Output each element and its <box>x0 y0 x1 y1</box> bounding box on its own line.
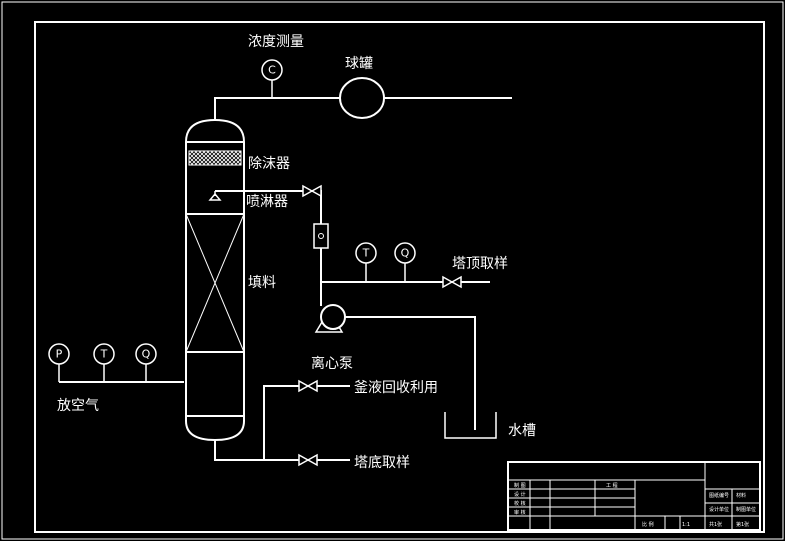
absorption-tower <box>185 118 245 442</box>
label-kettle-liquid-recycle: 釜液回收利用 <box>354 380 438 396</box>
tb-cell: 审 核 <box>514 509 526 516</box>
tb-cell: 共1张 <box>709 521 722 528</box>
pipe-pump-suction <box>345 316 476 430</box>
label-concentration-measure: 浓度测量 <box>248 34 304 50</box>
valve-spray-line[interactable] <box>302 184 322 198</box>
instrument-inlet-flow: Q <box>135 343 157 382</box>
instrument-letter: C <box>268 64 276 77</box>
instrument-letter: Q <box>142 348 151 361</box>
label-packing: 填料 <box>248 275 276 291</box>
pipe-tower-bottom <box>214 440 350 461</box>
valve-bottom-sampling[interactable] <box>298 453 318 467</box>
label-tower-top-sampling: 塔顶取样 <box>452 256 508 272</box>
label-tower-bottom-sampling: 塔底取样 <box>354 455 410 471</box>
tower-shell <box>185 118 245 442</box>
tb-cell: 校 核 <box>514 500 526 507</box>
tb-cell: 制 图 <box>514 482 526 489</box>
rotameter-float <box>318 233 324 239</box>
label-sprayer: 喷淋器 <box>246 194 288 210</box>
tb-cell: 设计单位 <box>709 506 729 513</box>
packing-cross-b <box>185 213 245 353</box>
centrifugal-pump <box>314 304 346 333</box>
tb-cell: 图纸编号 <box>709 492 729 499</box>
pipe-recycle-branch <box>263 385 350 460</box>
instrument-circle <box>394 242 416 264</box>
instrument-letter: P <box>56 348 63 361</box>
tb-cell: 工 程 <box>606 482 618 489</box>
instrument-letter: T <box>362 247 370 260</box>
instrument-circle <box>93 343 115 365</box>
instrument-circle <box>135 343 157 365</box>
valve-group <box>298 184 462 467</box>
label-vent-air: 放空气 <box>57 398 99 414</box>
tb-cell: 比 例 <box>642 521 654 528</box>
pipe-top-to-tank <box>214 97 340 120</box>
instrument-top-temperature: T <box>355 242 377 282</box>
tb-cell: 1:1 <box>682 522 690 528</box>
label-water-tank: 水槽 <box>508 423 536 439</box>
label-centrifugal-pump: 离心泵 <box>311 355 353 372</box>
instrument-concentration: C <box>261 59 283 98</box>
valve-top-sampling[interactable] <box>442 275 462 289</box>
valve-recycle[interactable] <box>298 379 318 393</box>
tb-cell: 制图单位 <box>736 506 756 513</box>
label-demister: 除沫器 <box>248 156 290 172</box>
tb-cell: 第1张 <box>736 521 749 528</box>
drawing-border <box>34 21 765 533</box>
instrument-circle <box>355 242 377 264</box>
instrument-circle <box>261 59 283 81</box>
instrument-letter: Q <box>401 247 410 260</box>
instrument-letter: T <box>100 348 108 361</box>
instrument-circle <box>48 343 70 365</box>
tb-cell: 材料 <box>736 492 746 499</box>
tb-cell: 设 计 <box>514 491 526 498</box>
water-tank <box>444 412 497 439</box>
rotameter <box>313 223 329 249</box>
sphere-tank <box>339 77 385 119</box>
sprayer-nozzle <box>208 191 222 201</box>
instrument-inlet-temperature: T <box>93 343 115 382</box>
label-sphere-tank: 球罐 <box>345 56 373 72</box>
title-block-text: 制 图 设 计 校 核 审 核 工 程 比 例 1:1 共1张 第1张 图纸编号… <box>514 482 756 528</box>
instrument-inlet-pressure: P <box>48 343 70 382</box>
title-block <box>507 461 761 531</box>
instrument-top-flow: Q <box>394 242 416 282</box>
demister-mesh <box>188 150 242 166</box>
